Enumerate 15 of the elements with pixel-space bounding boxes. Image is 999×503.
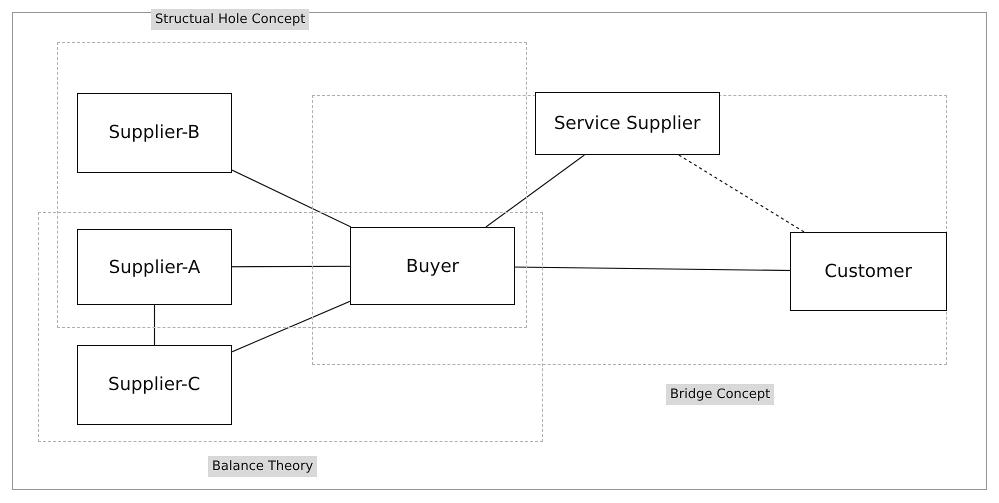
entity-box: Customer	[790, 232, 947, 311]
region-label: Structual Hole Concept	[151, 9, 310, 30]
entity-box: Supplier-C	[76, 344, 232, 425]
entity-box: Buyer	[350, 227, 515, 305]
region-label: Balance Theory	[208, 456, 318, 477]
connector-line	[232, 300, 350, 352]
connector-line	[154, 305, 156, 345]
entity-box: Service Supplier	[534, 92, 720, 155]
entity-box: Supplier-A	[77, 229, 232, 305]
connector-line	[232, 266, 350, 268]
dashed-connector	[678, 154, 804, 233]
entity-box: Supplier-B	[76, 92, 232, 173]
region-label: Bridge Concept	[666, 384, 774, 405]
connector-line	[232, 170, 352, 228]
connector-line	[515, 266, 790, 272]
